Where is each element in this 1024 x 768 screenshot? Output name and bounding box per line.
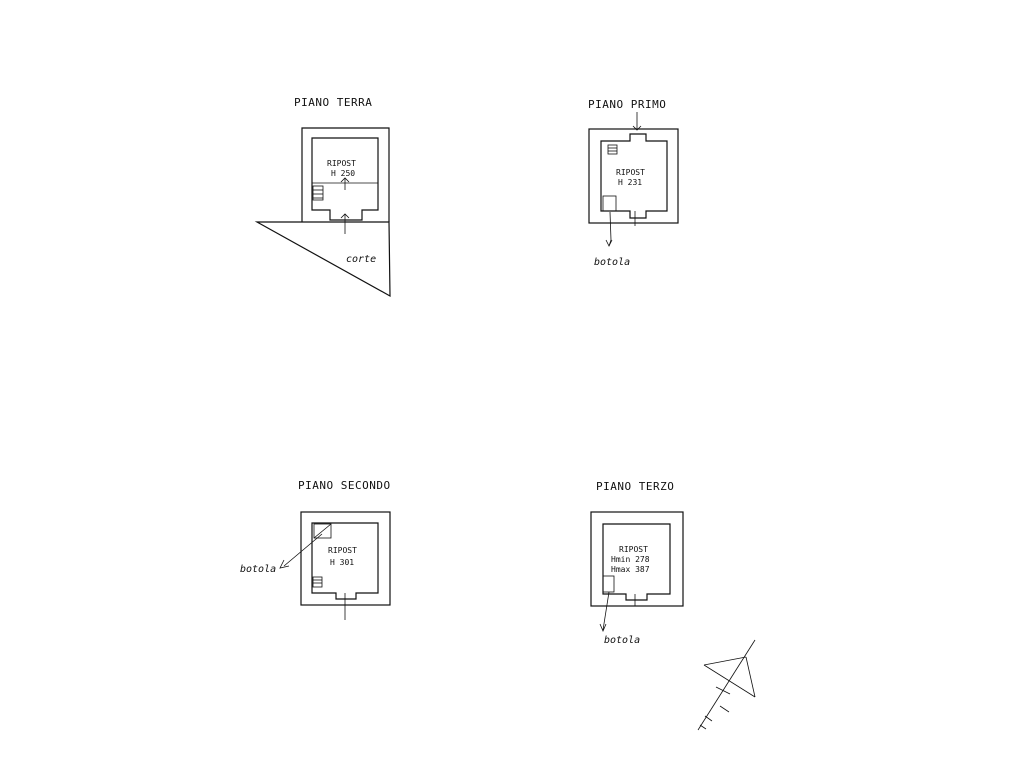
outer-wall [300, 511, 391, 606]
room-label: RIPOST [619, 545, 648, 554]
court-label: corte [346, 254, 376, 265]
room-height: H 250 [331, 169, 355, 178]
plan-title-ground: PIANO TERRA [294, 96, 372, 109]
hatch-rect [602, 575, 615, 593]
room-label: RIPOST [616, 168, 645, 177]
room-height: H 301 [330, 558, 354, 567]
hatch-leader [283, 533, 323, 567]
stair-icon [607, 144, 618, 155]
room-height: H 231 [618, 178, 642, 187]
plan-title-first: PIANO PRIMO [588, 98, 666, 111]
hatch-label: botola [604, 635, 640, 646]
outer-wall [301, 127, 390, 222]
room-hmax: Hmax 387 [611, 565, 650, 574]
plan-first-floor: PIANO PRIMO RIPOST H 231 botola [588, 98, 679, 268]
room-label: RIPOST [328, 546, 357, 555]
inner-wall [311, 522, 379, 600]
plan-ground-floor: PIANO TERRA RIPOST H 250 corte [254, 96, 391, 298]
hatch-leader [602, 591, 610, 631]
hatch-label: botola [240, 564, 276, 575]
outer-wall [588, 128, 679, 224]
hatch-rect [602, 195, 617, 212]
stair-icon [312, 185, 324, 201]
hatch-label: botola [594, 257, 630, 268]
room-hmin: Hmin 278 [611, 555, 650, 564]
inner-wall [311, 137, 379, 221]
room-label: RIPOST [327, 159, 356, 168]
north-arrow-icon [697, 639, 756, 731]
court-triangle [254, 221, 391, 298]
hatch-leader [608, 211, 612, 247]
outer-wall [590, 511, 684, 607]
plan-third-floor: PIANO TERZO RIPOST Hmin 278 Hmax 387 bot… [590, 480, 684, 646]
hatch-rect [313, 523, 332, 539]
plan-second-floor: PIANO SECONDO RIPOST H 301 botola [240, 479, 391, 620]
plan-title-second: PIANO SECONDO [298, 479, 391, 492]
inner-wall [602, 523, 671, 601]
stair-icon [312, 576, 323, 588]
inner-wall [600, 133, 668, 219]
plan-title-third: PIANO TERZO [596, 480, 674, 493]
